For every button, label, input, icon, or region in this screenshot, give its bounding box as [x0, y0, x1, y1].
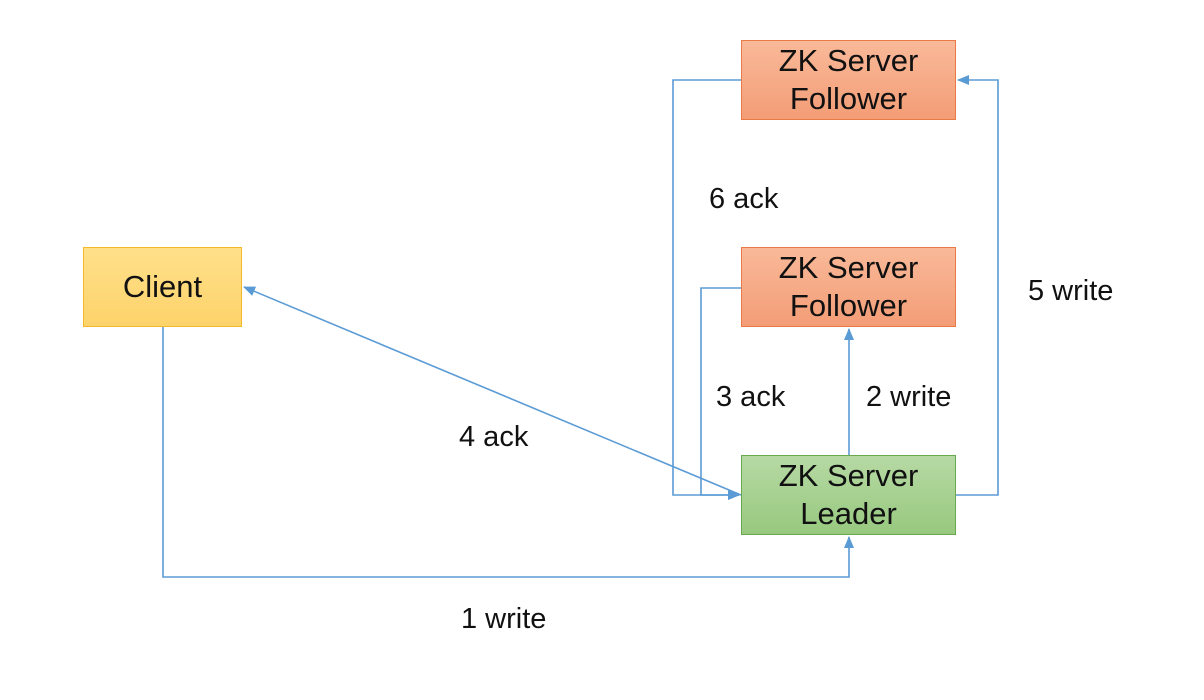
follower-mid-line1: ZK Server	[778, 250, 919, 285]
client-node: Client	[83, 247, 242, 327]
edge-1-write	[162, 327, 854, 578]
follower-top-line1: ZK Server	[778, 43, 919, 78]
edge-4-ack	[243, 286, 742, 496]
follower-node-middle: ZK Server Follower	[741, 247, 956, 327]
follower-top-line2: Follower	[789, 81, 908, 116]
label-3-ack: 3 ack	[716, 381, 786, 413]
label-5-write: 5 write	[1028, 275, 1114, 307]
leader-node: ZK Server Leader	[741, 455, 956, 535]
edge-6-ack	[672, 79, 741, 500]
label-6-ack: 6 ack	[709, 183, 779, 215]
follower-mid-line2: Follower	[789, 288, 908, 323]
leader-line2: Leader	[800, 496, 897, 531]
leader-line1: ZK Server	[778, 458, 919, 493]
label-1-write: 1 write	[461, 603, 547, 635]
edge-5-write	[956, 75, 999, 496]
label-2-write: 2 write	[866, 381, 952, 413]
label-4-ack: 4 ack	[459, 421, 529, 453]
follower-node-top: ZK Server Follower	[741, 40, 956, 120]
client-label: Client	[122, 269, 203, 304]
